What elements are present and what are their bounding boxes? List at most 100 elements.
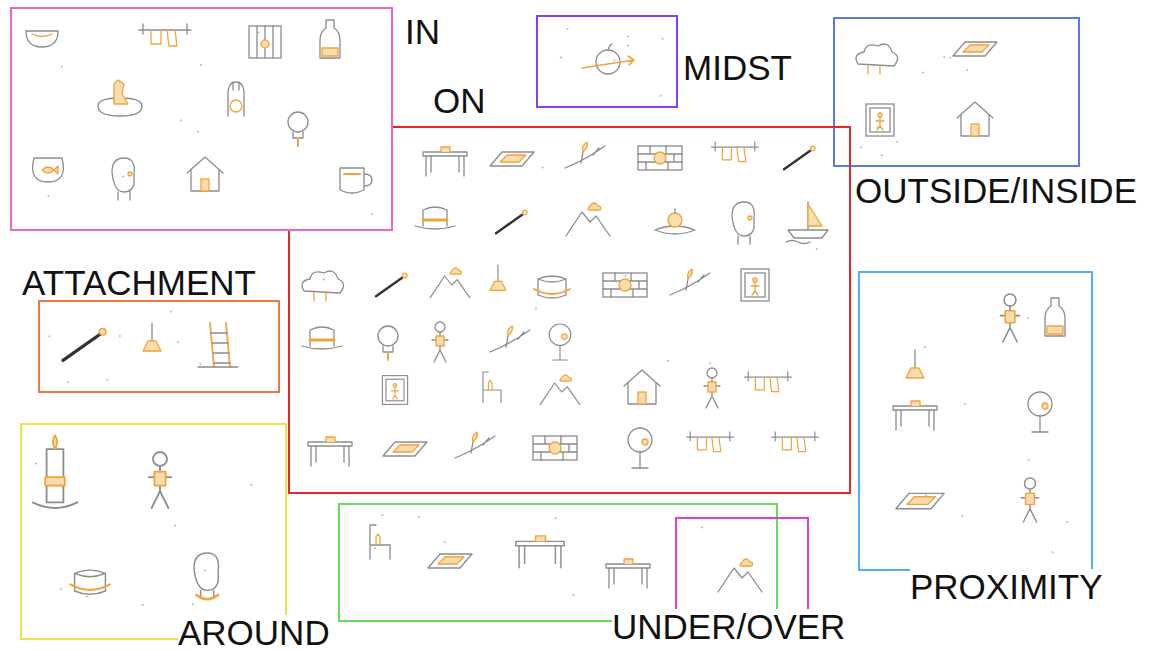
scatter-dot <box>86 596 88 598</box>
scatter-dot <box>613 60 615 62</box>
candle-icon <box>33 435 78 508</box>
category-box: MIDST <box>536 15 678 108</box>
scatter-dot <box>896 141 898 143</box>
rug-icon <box>383 442 427 456</box>
table-icon <box>441 147 450 152</box>
wall-icon <box>638 146 682 170</box>
person-icon <box>432 332 448 362</box>
table-icon <box>423 147 467 176</box>
table-icon <box>423 152 467 176</box>
frame-icon <box>391 387 398 399</box>
branch-icon <box>670 273 710 295</box>
clothes-icon <box>687 432 734 452</box>
scatter-dot <box>627 36 629 38</box>
chair-icon <box>370 525 390 559</box>
table-icon <box>624 559 633 564</box>
table-icon <box>326 437 335 442</box>
stick-icon <box>63 329 106 361</box>
scatter-dot <box>106 379 108 381</box>
house-icon <box>201 179 209 191</box>
scatter-dot <box>174 524 176 526</box>
lamp-icon <box>914 350 915 368</box>
cloud-icon <box>856 44 898 74</box>
person-icon <box>1005 311 1015 323</box>
house-icon <box>971 124 979 136</box>
scatter-dot <box>535 308 537 310</box>
mountain-icon <box>566 203 610 236</box>
ring-icon <box>228 82 244 116</box>
ring-icon <box>228 82 244 116</box>
scatter-dot <box>1066 521 1068 523</box>
bottle-icon <box>1045 298 1065 336</box>
bulb-icon <box>383 346 393 352</box>
hat-icon <box>415 207 455 229</box>
person-icon <box>149 452 171 508</box>
wall-icon <box>549 442 561 454</box>
person-icon <box>432 322 448 362</box>
person-icon <box>707 368 717 378</box>
head-icon <box>732 202 754 244</box>
category-box: PROXIMITY <box>858 271 1093 571</box>
table-icon <box>308 437 352 466</box>
scatter-dot <box>122 175 124 177</box>
scatter-dot <box>381 514 383 516</box>
house-icon <box>957 102 993 136</box>
bowl-icon <box>26 31 58 47</box>
candle-icon <box>53 435 57 449</box>
necklace-icon <box>194 553 219 597</box>
bulb-icon <box>387 352 389 360</box>
wall-icon <box>638 146 682 170</box>
category-box: OUTSIDE/INSIDE <box>833 17 1080 167</box>
frame-icon <box>753 278 757 282</box>
hat-icon <box>415 207 455 229</box>
frame-icon <box>866 104 894 136</box>
tree-icon <box>549 324 571 360</box>
head-icon <box>112 158 134 200</box>
wall-icon <box>603 273 647 297</box>
scatter-dot <box>142 604 144 606</box>
rug-icon <box>393 445 419 452</box>
scatter-dot <box>966 69 968 71</box>
category-box: ATTACHMENT <box>38 300 280 393</box>
branch-icon <box>490 326 530 352</box>
frame-icon <box>870 108 890 132</box>
category-heading: OUTSIDE/INSIDE <box>855 173 1137 208</box>
mountain-icon <box>718 568 762 592</box>
fishbowl-icon <box>42 166 58 174</box>
table-icon <box>893 401 937 430</box>
clothes-icon <box>697 437 720 451</box>
category-heading: PROXIMITY <box>910 569 1103 604</box>
apple-icon <box>596 50 620 74</box>
table-icon <box>606 559 650 588</box>
over-bracket <box>676 518 808 615</box>
branch-icon <box>565 142 605 168</box>
stick-icon <box>63 334 100 360</box>
scatter-dot <box>660 95 662 97</box>
scatter-dot <box>964 403 966 405</box>
stump-icon <box>70 584 110 590</box>
tree-icon <box>1032 416 1048 432</box>
branch-icon <box>565 146 605 168</box>
mountain-icon <box>566 212 610 236</box>
scatter-dot <box>566 28 568 30</box>
stick-icon <box>99 329 106 336</box>
cloud-icon <box>302 271 344 293</box>
cloud-icon <box>856 44 898 66</box>
frame-icon <box>878 113 882 117</box>
scatter-dot <box>554 517 556 519</box>
scatter-dot <box>371 213 373 215</box>
scatter-dot <box>943 56 945 58</box>
lamp-icon <box>143 323 161 351</box>
bottle-icon <box>320 20 340 58</box>
category-heading: ON <box>433 83 486 118</box>
branch-icon <box>455 436 495 458</box>
scatter-dot <box>924 346 926 348</box>
tree-icon <box>632 452 648 468</box>
branch-icon <box>490 330 530 352</box>
category-box: AROUND <box>20 423 287 640</box>
tree-icon <box>553 346 567 360</box>
head-icon <box>112 158 134 200</box>
table-icon <box>516 536 564 568</box>
frame-icon <box>866 104 894 136</box>
scatter-dot <box>709 362 711 364</box>
